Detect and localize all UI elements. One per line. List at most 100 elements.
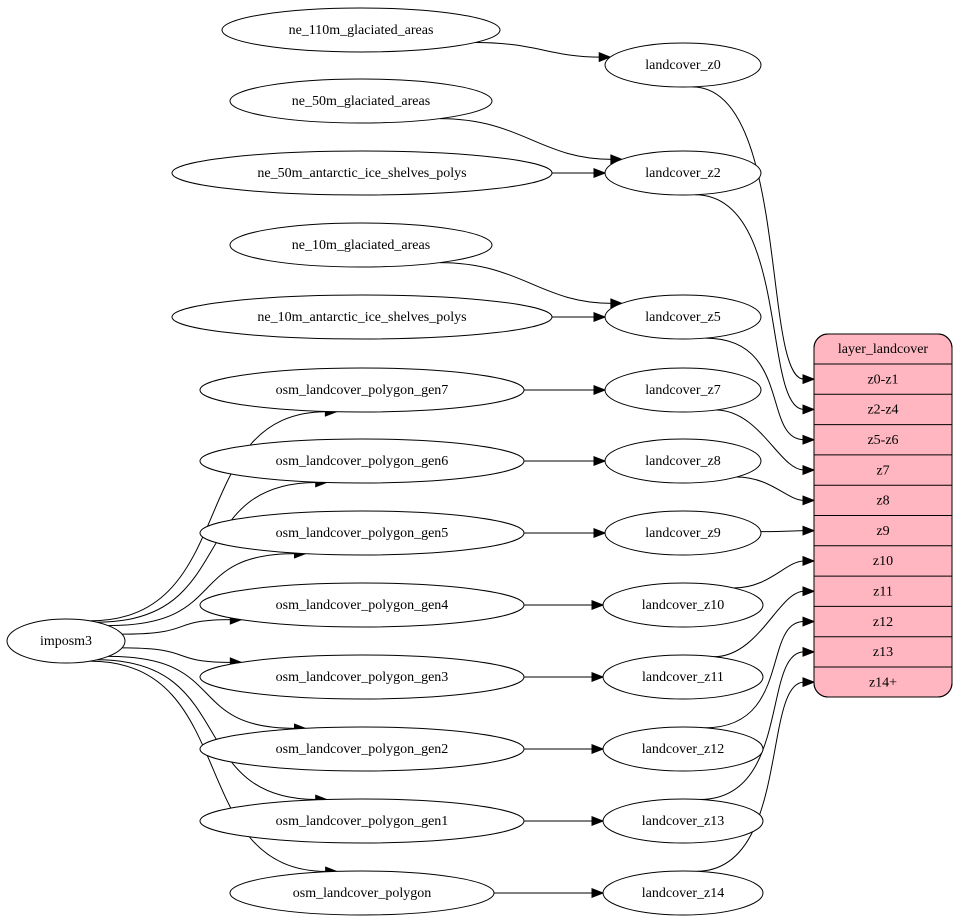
table-row[interactable]: z10 <box>814 546 952 576</box>
node-shape <box>602 582 764 628</box>
node-shape <box>199 726 525 772</box>
node-landcover_z0[interactable]: landcover_z0 <box>604 42 762 88</box>
table-row[interactable]: z2-z4 <box>814 394 952 424</box>
node-shape <box>602 798 764 844</box>
node-ne_10m_antarctic_ice_shelves_polys[interactable]: ne_10m_antarctic_ice_shelves_polys <box>171 294 553 340</box>
edge-imposm3-to-osm_landcover_polygon_gen4 <box>122 619 232 635</box>
edge-ne_10m_glaciated_areas-to-landcover_z5 <box>439 262 612 304</box>
node-label: osm_landcover_polygon_gen2 <box>276 742 449 757</box>
table-row[interactable]: z13 <box>814 637 952 667</box>
table-row[interactable]: z11 <box>814 576 952 606</box>
table-node-outline <box>813 333 953 698</box>
node-label: landcover_z2 <box>645 166 720 181</box>
edge-arrowhead <box>593 384 607 396</box>
table-row-label: z7 <box>876 463 889 478</box>
node-label: landcover_z8 <box>645 454 720 469</box>
node-shape <box>221 7 501 53</box>
node-shape <box>604 150 762 196</box>
node-osm_landcover_polygon_gen4[interactable]: osm_landcover_polygon_gen4 <box>199 582 525 628</box>
node-osm_landcover_polygon_gen7[interactable]: osm_landcover_polygon_gen7 <box>199 367 525 413</box>
node-landcover_z7[interactable]: landcover_z7 <box>604 367 762 413</box>
node-ne_50m_antarctic_ice_shelves_polys[interactable]: ne_50m_antarctic_ice_shelves_polys <box>171 150 553 196</box>
table-row-label: z0-z1 <box>867 372 898 387</box>
node-landcover_z2[interactable]: landcover_z2 <box>604 150 762 196</box>
nodes-layer: ne_110m_glaciated_areas ne_50m_glaciated_… <box>6 7 764 916</box>
node-landcover_z13[interactable]: landcover_z13 <box>602 798 764 844</box>
edge-imposm3-to-osm_landcover_polygon <box>89 660 327 872</box>
node-shape <box>229 222 493 268</box>
edge-landcover_z2-to-layer_landcover_z2-z4 <box>695 194 805 410</box>
edge-arrowhead <box>591 743 605 755</box>
node-landcover_z11[interactable]: landcover_z11 <box>602 654 764 700</box>
edge-imposm3-to-osm_landcover_polygon_gen2 <box>108 655 296 729</box>
edge-landcover_z11-to-layer_landcover_z11 <box>713 590 805 658</box>
edge-arrowhead <box>802 374 816 385</box>
edge-arrowhead <box>593 527 607 539</box>
edge-arrowhead <box>593 311 607 323</box>
node-shape <box>604 367 762 413</box>
edge-arrowhead <box>591 887 605 899</box>
node-label: osm_landcover_polygon_gen5 <box>276 526 449 541</box>
node-shape <box>229 78 493 124</box>
table-row-label: z10 <box>873 554 893 569</box>
node-label: ne_50m_glaciated_areas <box>292 94 430 109</box>
edge-landcover_z10-to-layer_landcover_z10 <box>733 560 805 589</box>
node-label: landcover_z9 <box>645 526 720 541</box>
table-row[interactable]: z5-z6 <box>814 425 952 455</box>
table-row[interactable]: z14+ <box>814 667 952 697</box>
node-landcover_z9[interactable]: landcover_z9 <box>604 510 762 556</box>
node-label: osm_landcover_polygon_gen6 <box>276 454 449 469</box>
node-label: imposm3 <box>40 634 92 649</box>
edge-landcover_z8-to-layer_landcover_z8 <box>736 476 805 501</box>
node-label: landcover_z11 <box>642 670 724 685</box>
node-label: landcover_z14 <box>642 886 724 901</box>
node-shape <box>6 618 126 664</box>
table-row[interactable]: z12 <box>814 606 952 636</box>
edge-imposm3-to-osm_landcover_polygon_gen7 <box>89 411 327 622</box>
node-landcover_z8[interactable]: landcover_z8 <box>604 438 762 484</box>
node-landcover_z14[interactable]: landcover_z14 <box>602 870 764 916</box>
node-landcover_z5[interactable]: landcover_z5 <box>604 294 762 340</box>
edge-arrowhead <box>802 404 816 415</box>
table-row-label: z2-z4 <box>867 403 898 418</box>
edge-ne_50m_glaciated_areas-to-landcover_z2 <box>439 118 612 160</box>
node-shape <box>604 42 762 88</box>
node-shape <box>602 726 764 772</box>
node-shape <box>602 870 764 916</box>
node-osm_landcover_polygon_gen6[interactable]: osm_landcover_polygon_gen6 <box>199 438 525 484</box>
node-osm_landcover_polygon_gen1[interactable]: osm_landcover_polygon_gen1 <box>199 798 525 844</box>
table-row-label: z13 <box>873 645 893 660</box>
edge-landcover_z7-to-layer_landcover_z7 <box>715 409 805 471</box>
node-landcover_z10[interactable]: landcover_z10 <box>602 582 764 628</box>
node-ne_50m_glaciated_areas[interactable]: ne_50m_glaciated_areas <box>229 78 493 124</box>
node-shape <box>602 654 764 700</box>
node-shape <box>229 870 495 916</box>
table-row[interactable]: z0-z1 <box>814 364 952 394</box>
node-osm_landcover_polygon_gen2[interactable]: osm_landcover_polygon_gen2 <box>199 726 525 772</box>
node-ne_110m_glaciated_areas[interactable]: ne_110m_glaciated_areas <box>221 7 501 53</box>
node-osm_landcover_polygon[interactable]: osm_landcover_polygon <box>229 870 495 916</box>
node-landcover_z12[interactable]: landcover_z12 <box>602 726 764 772</box>
node-ne_10m_glaciated_areas[interactable]: ne_10m_glaciated_areas <box>229 222 493 268</box>
table-header-label: layer_landcover <box>838 342 929 357</box>
node-imposm3[interactable]: imposm3 <box>6 618 126 664</box>
table-row[interactable]: z8 <box>814 485 952 515</box>
node-osm_landcover_polygon_gen5[interactable]: osm_landcover_polygon_gen5 <box>199 510 525 556</box>
edge-arrowhead <box>593 455 607 467</box>
edge-arrowhead <box>802 555 816 566</box>
edge-arrowhead <box>802 646 816 657</box>
table-row[interactable]: z9 <box>814 516 952 546</box>
table-row-label: z5-z6 <box>867 433 898 448</box>
node-label: ne_10m_antarctic_ice_shelves_polys <box>257 310 466 325</box>
node-osm_landcover_polygon_gen3[interactable]: osm_landcover_polygon_gen3 <box>199 654 525 700</box>
node-shape <box>199 438 525 484</box>
node-label: landcover_z0 <box>645 58 720 73</box>
table-row[interactable]: z7 <box>814 455 952 485</box>
edge-landcover_z0-to-layer_landcover_z0-z1 <box>692 86 805 380</box>
node-label: osm_landcover_polygon_gen3 <box>276 670 449 685</box>
node-label: landcover_z13 <box>642 814 724 829</box>
edge-arrowhead <box>802 586 816 597</box>
node-shape <box>199 510 525 556</box>
